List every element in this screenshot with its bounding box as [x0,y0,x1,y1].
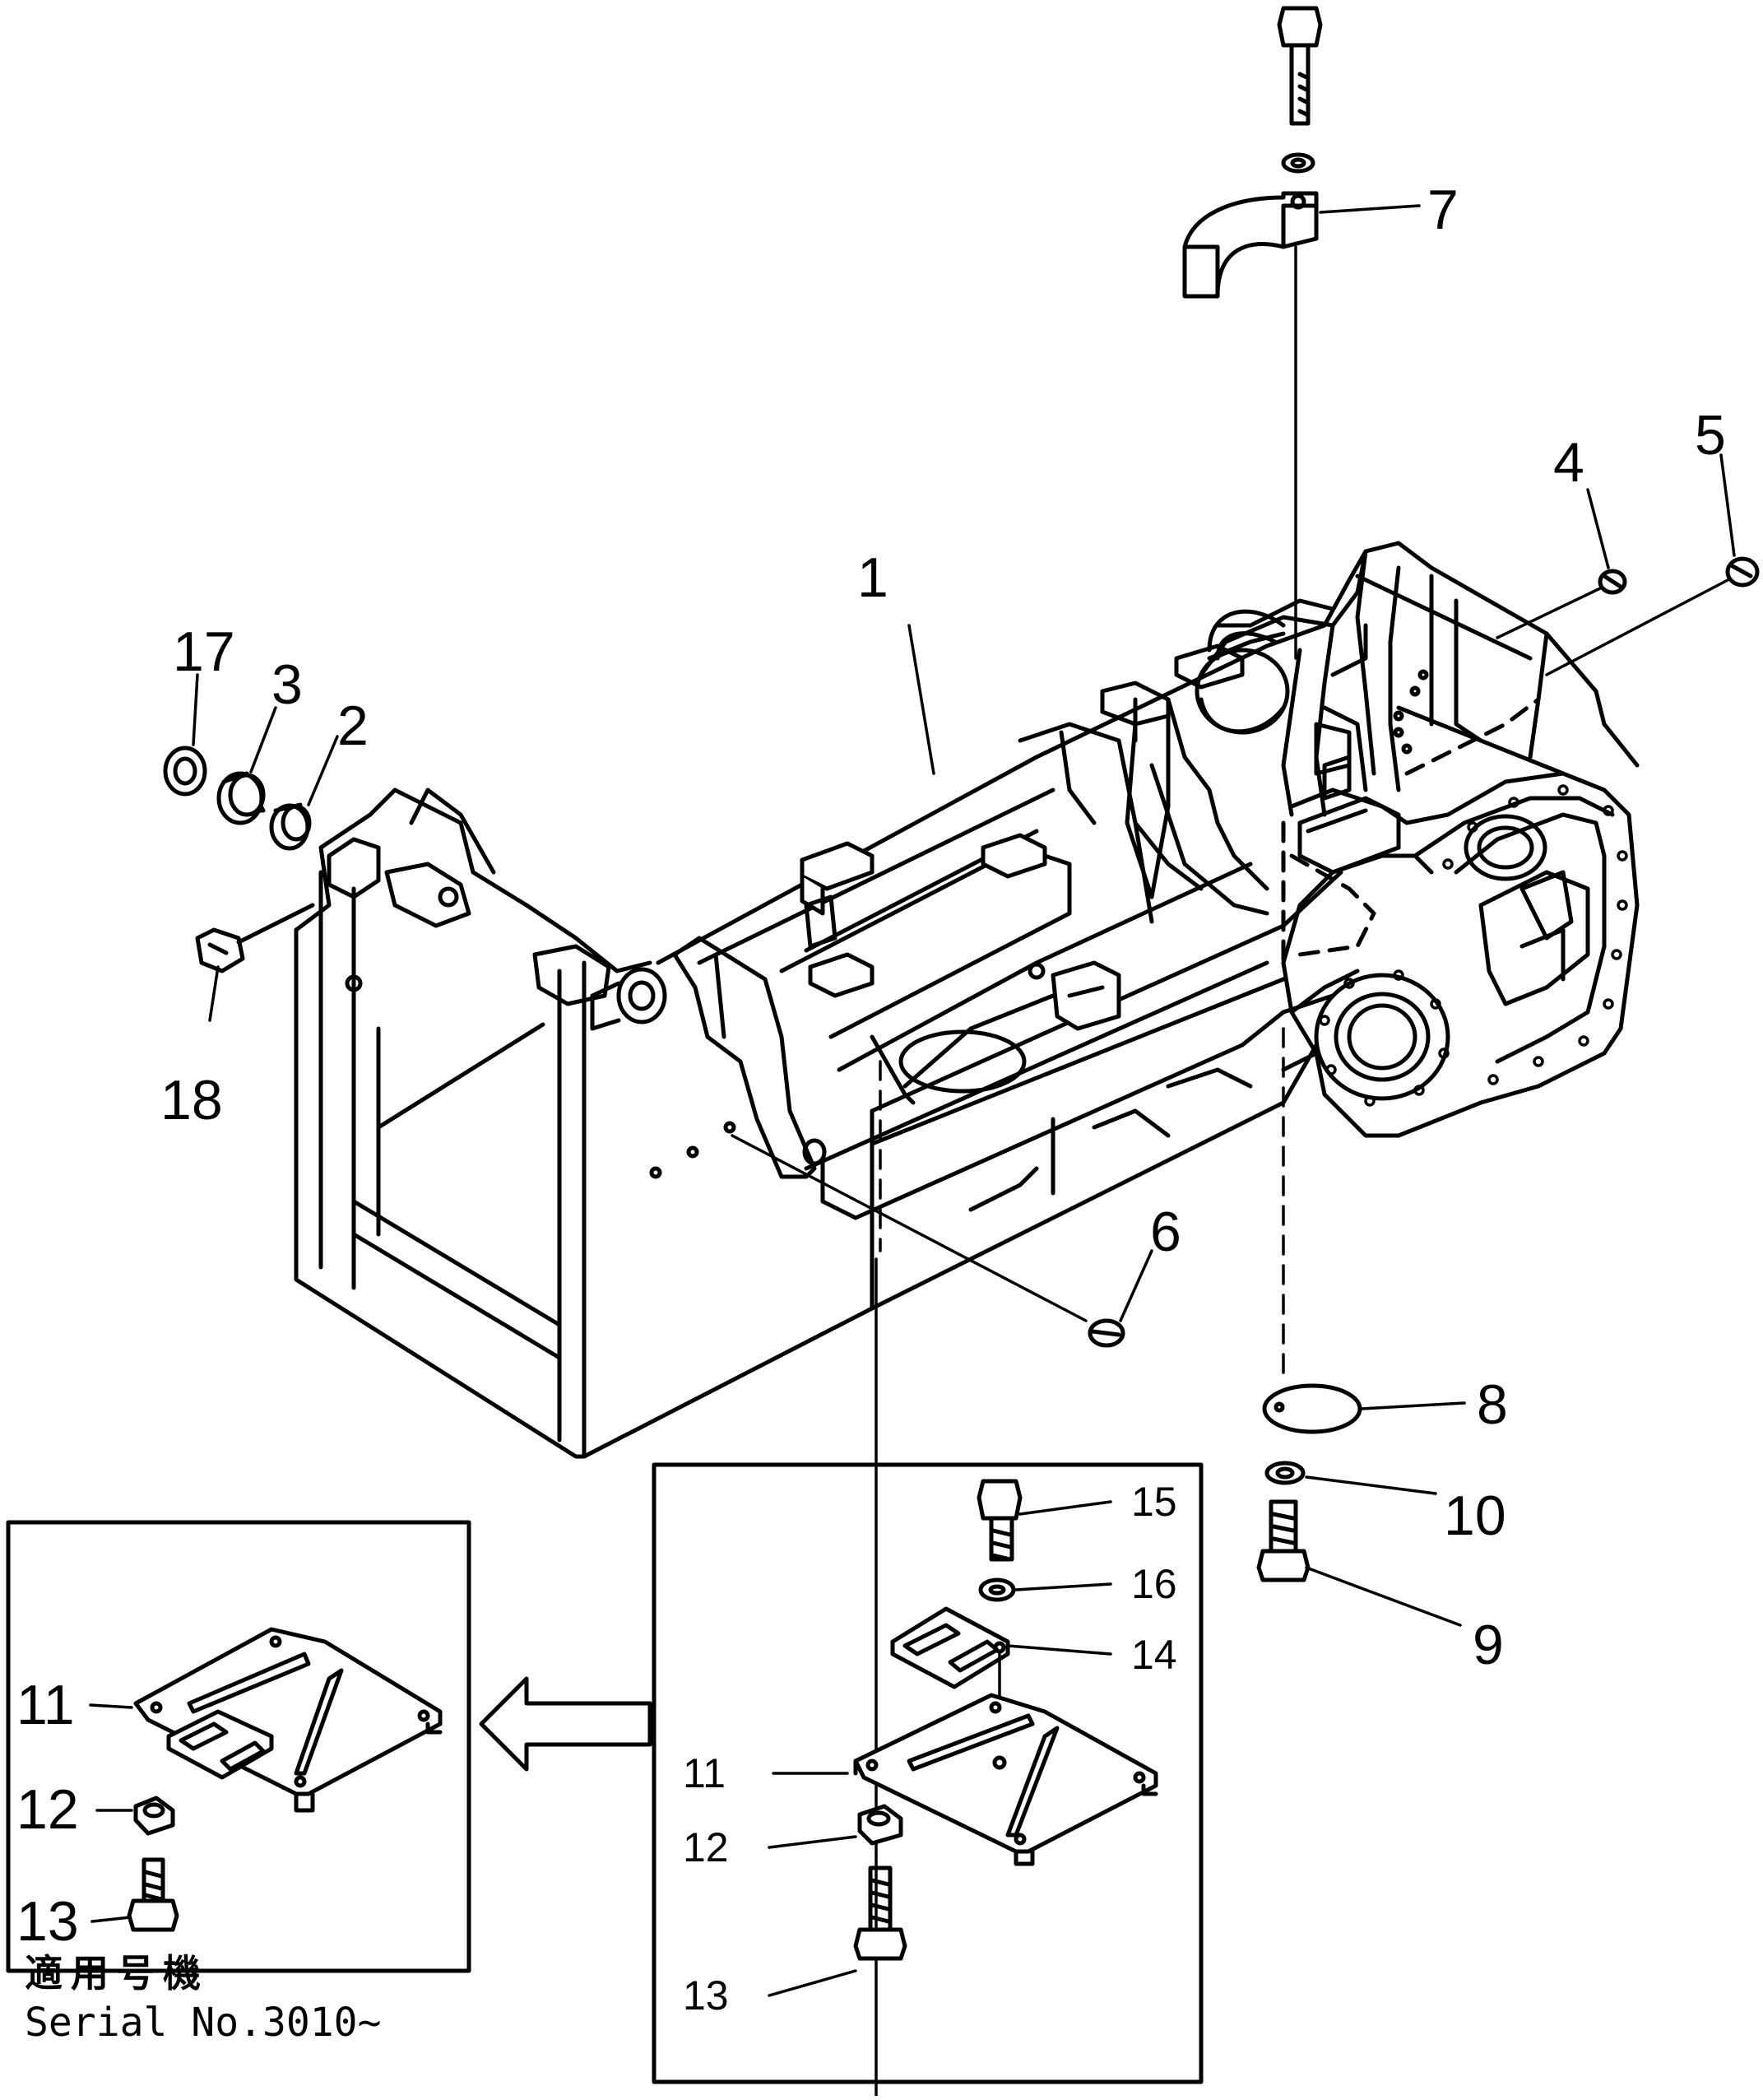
callout-3: 3 [271,653,303,716]
callout-11-left: 11 [16,1674,75,1736]
washer-10 [1264,1461,1306,1485]
bolt-holes [1319,784,1628,1107]
hollow-left-arrow-icon [479,1676,652,1772]
bolt-9 [1256,1499,1311,1582]
callout-10: 10 [1444,1484,1506,1547]
plug-5 [1545,556,1760,676]
callout-4: 4 [1553,431,1584,494]
main-frame [294,541,1640,1459]
callout-13-left: 13 [16,1890,79,1953]
callout-7: 7 [1427,179,1459,241]
callout-12-right: 12 [683,1824,729,1870]
inset-box-right [652,1462,1204,2084]
bearing-cap-assembly [1182,6,1323,660]
callout-6: 6 [1150,1201,1181,1263]
callout-13-right: 13 [683,1972,729,2019]
callout-14: 14 [1131,1632,1177,1678]
callout-leaders [192,204,1736,1627]
plug-6 [731,1134,1125,1348]
callout-17: 17 [173,620,235,683]
grease-fitting-18 [195,903,315,973]
callout-2: 2 [337,695,369,757]
cover-8 [1262,1027,1362,1434]
inset-box-left [6,1520,471,1973]
bushing-parts [163,746,312,851]
callout-16: 16 [1131,1561,1177,1607]
plug-4 [1496,569,1627,639]
callout-8: 8 [1477,1373,1508,1436]
callout-11-right: 11 [683,1750,726,1796]
callout-5: 5 [1695,404,1726,467]
callout-9: 9 [1473,1614,1504,1676]
callout-18: 18 [160,1069,223,1131]
callout-15: 15 [1131,1479,1177,1525]
applicable-model-label: 適用号機 [25,1951,209,1995]
callout-1: 1 [857,546,888,609]
callout-numbers: 1 2 3 4 5 6 7 8 9 10 17 18 15 16 14 11 1… [16,179,1726,2019]
callout-12-left: 12 [16,1778,79,1841]
serial-number-note: Serial No.3010~ [25,2000,382,2046]
